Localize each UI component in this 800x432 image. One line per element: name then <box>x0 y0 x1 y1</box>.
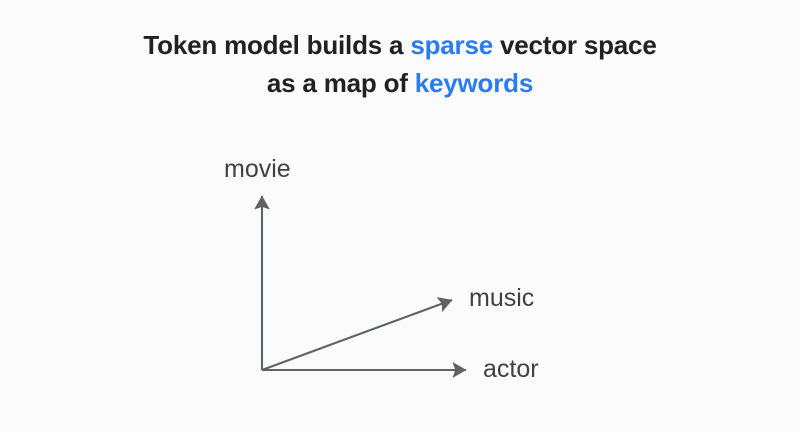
title-line-1: Token model builds a sparse vector space <box>0 26 800 64</box>
diagonal-axis-arrow <box>261 297 453 371</box>
axis-label-music: music <box>469 284 535 312</box>
title-line-2-text-before: as a map of <box>266 68 415 98</box>
axis-label-actor: actor <box>483 355 539 383</box>
title-line-1-text-before: Token model builds a <box>143 30 411 60</box>
page-title: Token model builds a sparse vector space… <box>0 26 800 102</box>
axis-label-movie: movie <box>224 155 291 183</box>
title-accent-keywords: keywords <box>414 68 534 98</box>
title-line-1-text-after: vector space <box>492 30 657 60</box>
title-line-2: as a map of keywords <box>0 64 800 102</box>
title-accent-sparse: sparse <box>410 30 493 60</box>
